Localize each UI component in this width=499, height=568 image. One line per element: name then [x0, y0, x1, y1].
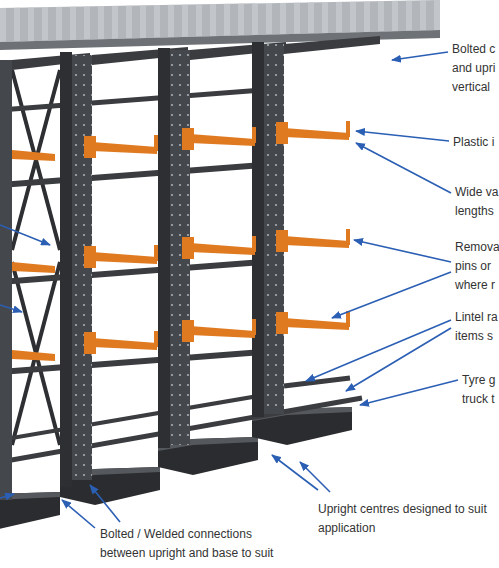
cantilever-arm: [284, 128, 349, 140]
cantilever-arm: [12, 150, 55, 161]
arm-lip: [346, 121, 350, 137]
arm-lip: [154, 331, 158, 347]
leader-line: [0, 305, 22, 312]
cantilever-arm: [92, 252, 157, 264]
leader-line: [332, 272, 451, 318]
arm-lip: [252, 236, 256, 252]
cantilever-arm: [12, 262, 55, 273]
cross-brace: [12, 70, 60, 250]
lintel-bar: [284, 378, 350, 386]
leader-line: [346, 328, 451, 391]
callout-text: Upright centres designed to suit applica…: [318, 500, 493, 538]
leader-line: [62, 500, 95, 528]
lintel-bar: [0, 165, 264, 185]
roof-arm: [284, 36, 380, 54]
cantilever-arm: [190, 243, 255, 255]
cantilever-arm: [284, 318, 349, 330]
arm-lip: [346, 229, 350, 245]
leader-line: [360, 380, 458, 405]
bolt-holes: [264, 44, 284, 414]
callout-text: Wide va lengths: [455, 183, 499, 221]
callout-text: Remova pins or where r: [455, 238, 499, 295]
callout-text: Lintel ra items s: [455, 308, 499, 346]
cantilever-arm: [190, 326, 255, 338]
cantilever-arm: [92, 338, 157, 350]
leader-line: [392, 52, 448, 60]
leader-lines: [0, 52, 458, 528]
arm-lip: [346, 311, 350, 327]
arm-lip: [154, 135, 158, 151]
cantilever-arm: [190, 134, 255, 146]
leader-line: [356, 143, 451, 193]
cantilever-arm: [92, 142, 157, 154]
leader-line: [0, 494, 14, 498]
callout-text: Bolted c and upri vertical: [452, 40, 499, 97]
upright-side: [60, 52, 72, 487]
lintel-bar: [0, 90, 264, 110]
arm-lip: [252, 127, 256, 143]
upright: [264, 44, 284, 414]
callout-text: Plastic i: [453, 133, 499, 152]
cross-brace: [12, 70, 60, 250]
callout-text: Tyre g truck t: [462, 371, 499, 409]
lintel-bar: [0, 262, 264, 282]
arm-lip: [252, 319, 256, 335]
cantilever-arms: [12, 121, 350, 361]
upright: [0, 60, 12, 500]
leader-line: [354, 240, 451, 262]
cross-brace: [12, 262, 60, 445]
lintel-bar: [0, 395, 264, 440]
callout-text: Bolted / Welded connections between upri…: [100, 525, 295, 563]
leader-line: [90, 485, 120, 522]
leader-line: [272, 455, 318, 490]
upright-side: [252, 42, 264, 417]
arm-lip: [154, 245, 158, 261]
cantilever-arm: [12, 350, 55, 361]
leader-line: [356, 131, 449, 141]
leader-line: [0, 225, 50, 245]
upright-side: [158, 48, 170, 448]
cantilever-arm: [284, 236, 349, 248]
cross-brace: [12, 262, 60, 445]
